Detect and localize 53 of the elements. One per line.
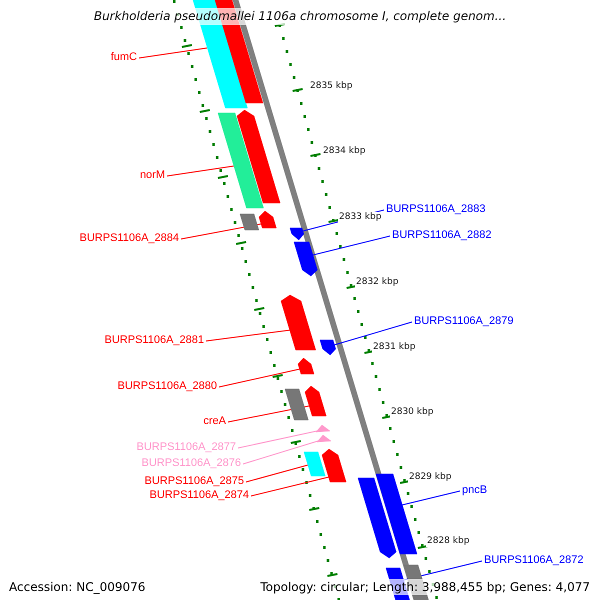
gene-feature [240, 214, 260, 230]
gene-feature [298, 358, 314, 374]
gene-feature [218, 112, 264, 208]
scale-label: 2831 kbp [372, 342, 416, 353]
scale-label: 2832 kbp [355, 277, 400, 288]
scale-label: 2834 kbp [322, 146, 366, 157]
scale-label: 2829 kbp [408, 472, 452, 483]
gene-label: BURPS1106A_2877 [136, 440, 236, 455]
leader-line [242, 440, 318, 464]
leader-line [218, 368, 300, 388]
gene-label: BURPS1106A_2881 [104, 333, 204, 348]
gene-label: BURPS1106A_2880 [118, 379, 217, 394]
leader-line [238, 430, 318, 448]
leader-line [166, 166, 234, 176]
gene-label: creA [203, 414, 226, 429]
gene-label: BURPS1106A_2884 [80, 231, 179, 246]
leader-line [334, 322, 412, 346]
gene-feature [294, 242, 318, 276]
gene-label: pncB [462, 483, 488, 498]
leader-line [206, 330, 292, 342]
gene-feature [320, 340, 336, 356]
scale-label: 2835 kbp [309, 81, 354, 92]
gene-label: BURPS1106A_2883 [386, 202, 486, 217]
leader-line [402, 490, 460, 506]
gene-feature [322, 448, 346, 482]
topology-text: Topology: circular; Length: 3,988,455 bp; Genes: 4,077 [258, 579, 592, 595]
scale-label: 2833 kbp [338, 212, 382, 223]
leader-line [246, 464, 308, 482]
leader-line [312, 236, 390, 256]
scale-label: 2830 kbp [390, 407, 434, 418]
gene-feature [236, 110, 280, 204]
accession-text: Accession: NC_009076 [7, 579, 148, 595]
gene-label: norM [140, 168, 165, 183]
leader-line [250, 476, 330, 496]
gene-feature [358, 478, 396, 558]
gene-feature [258, 210, 277, 228]
gene-feature [290, 228, 304, 240]
gene-label: BURPS1106A_2876 [142, 456, 241, 471]
gene-feature [304, 386, 326, 416]
gene-label: BURPS1106A_2879 [414, 314, 514, 329]
gene-feature [304, 452, 326, 476]
gene-label: BURPS1106A_2875 [144, 474, 244, 489]
gene-feature [316, 434, 332, 442]
gene-feature [284, 388, 309, 420]
leader-line [180, 224, 262, 240]
leader-line [138, 48, 208, 58]
gene-feature [316, 424, 330, 432]
gene-label: BURPS1106A_2874 [150, 488, 249, 503]
gene-feature [280, 294, 316, 350]
gene-label: BURPS1106A_2882 [392, 228, 492, 243]
gene-label: fumC [110, 50, 137, 65]
gene-label: BURPS1106A_2872 [484, 553, 584, 568]
scale-label: 2828 kbp [426, 536, 470, 547]
